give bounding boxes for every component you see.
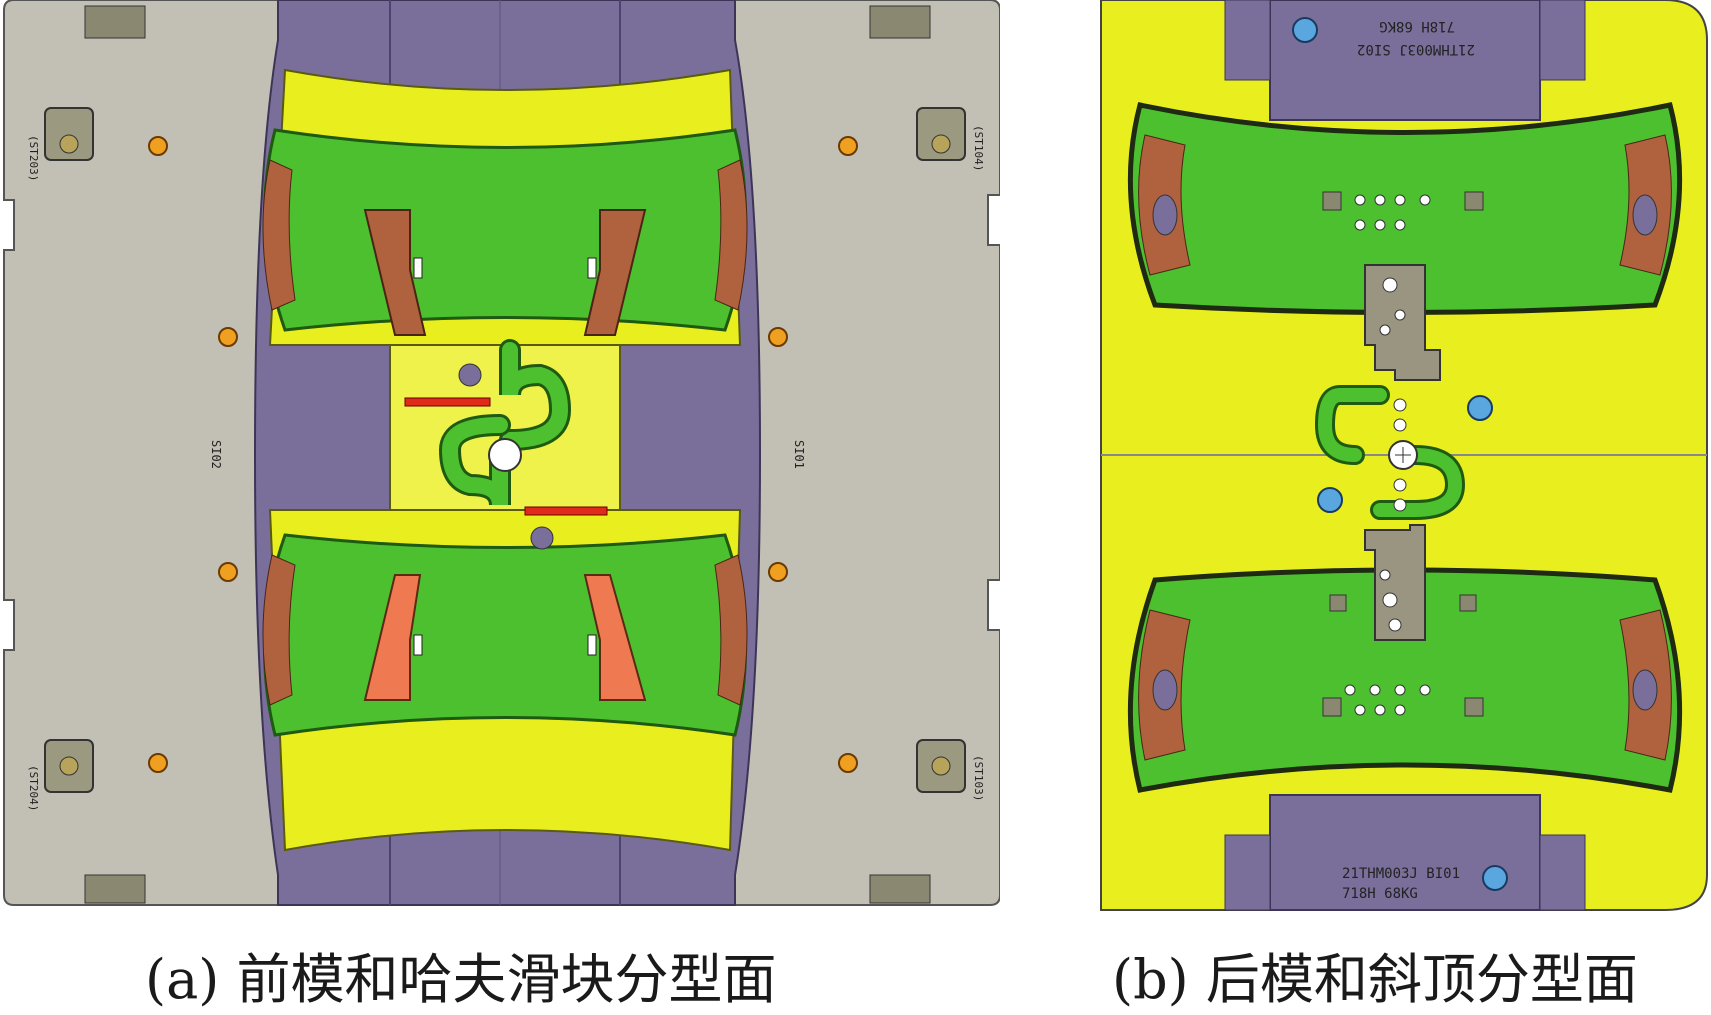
salmon-region-bottom-right	[583, 574, 647, 701]
sprue	[488, 438, 522, 472]
purple-hole-bottom	[530, 526, 554, 550]
blue-pins	[1292, 17, 1508, 891]
tab-top-left	[84, 5, 146, 39]
slot-top-left	[413, 257, 423, 279]
slot-bottom-right	[587, 634, 597, 656]
label-st204: (ST204)	[27, 765, 40, 811]
front-mold-diagram: (ST203) (ST204) (ST104) (ST103) SI02 SI0…	[3, 0, 1001, 906]
square-bolts	[1322, 191, 1484, 717]
runner-system	[438, 339, 572, 507]
code-top-line1: 21THM003J SI02	[1357, 41, 1475, 57]
salmon-region-bottom-left	[363, 574, 422, 701]
purple-hole-top	[458, 363, 482, 387]
brown-region-top-left	[363, 209, 427, 336]
purple-insert-top	[1269, 0, 1541, 121]
label-si01: SI01	[792, 440, 806, 469]
rear-runner	[1314, 385, 1466, 520]
brown-wedge-right-top	[714, 159, 748, 311]
ejector-holes	[1344, 194, 1431, 716]
rear-mold-diagram: 21THM003J SI02 718H 68KG 21THM003J BI01 …	[1100, 0, 1708, 911]
lifter-plate-top	[1364, 264, 1441, 381]
bottom-green-cavity	[263, 533, 747, 737]
tab-top-right	[869, 5, 931, 39]
label-st103: (ST103)	[972, 755, 985, 801]
front-mold-panel: (ST203) (ST204) (ST104) (ST103) SI02 SI0…	[3, 0, 1001, 906]
tab-bottom-left	[84, 874, 146, 904]
brown-wedge-left-top	[262, 159, 296, 311]
red-runner-left	[404, 397, 491, 407]
code-bottom-line2: 718H 68KG	[1342, 886, 1418, 902]
caption-front-mold: (a) 前模和哈夫滑块分型面	[145, 948, 777, 1011]
caption-rear-mold: (b) 后模和斜顶分型面	[1112, 948, 1638, 1011]
green-cavity-bottom	[1127, 567, 1683, 793]
code-bottom-line1: 21THM003J BI01	[1342, 866, 1460, 882]
red-runner-right	[524, 506, 608, 516]
lifter-plate-bottom	[1364, 524, 1426, 641]
bolt-pads	[44, 107, 966, 793]
rear-mold-panel: 21THM003J SI02 718H 68KG 21THM003J BI01 …	[1095, 0, 1711, 915]
brown-region-top-right	[583, 209, 647, 336]
tab-bottom-right	[869, 874, 931, 904]
label-st203: (ST203)	[27, 135, 40, 181]
code-top-line2: 718H 68KG	[1379, 18, 1455, 34]
orange-pins	[148, 136, 858, 773]
slot-top-right	[587, 257, 597, 279]
label-st104: (ST104)	[972, 125, 985, 171]
slot-bottom-left	[413, 634, 423, 656]
brown-wedge-left-bottom	[262, 554, 296, 706]
brown-wedge-right-bottom	[714, 554, 748, 706]
label-si02: SI02	[209, 440, 223, 469]
top-green-cavity	[263, 128, 747, 332]
green-cavity-top	[1127, 102, 1683, 315]
